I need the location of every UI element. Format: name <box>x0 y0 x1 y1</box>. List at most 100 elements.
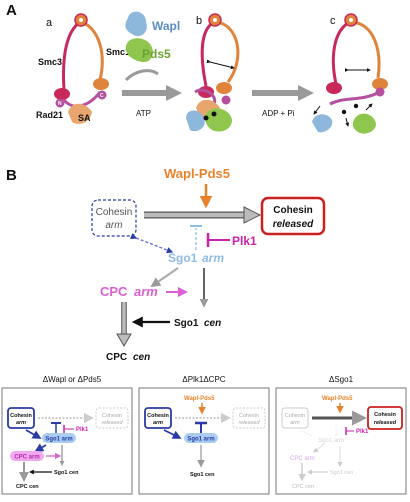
mini1-title: ΔWapl or ΔPds5 <box>43 375 102 384</box>
label-wapl: Wapl <box>152 19 180 33</box>
mini2-sgo1-arm: Sgo1 arm <box>187 437 214 443</box>
mini1-plk1: Plk1 <box>76 427 89 433</box>
mini1-cohesin-arm-box <box>7 407 35 429</box>
mini1-cohesin-rel-2: released <box>101 420 123 426</box>
mini1-cohesin-rel-1: Cohesin <box>102 413 122 419</box>
mini3-cohesin-arm-box <box>281 407 309 429</box>
rad21-strand-b <box>194 88 217 105</box>
mini3-cohesin-rel-1: Cohesin <box>374 412 396 418</box>
adp-arrow-head <box>298 85 314 101</box>
label-smc1: Smc1 <box>106 47 130 57</box>
sgo1-arm-label-2: arm <box>202 251 224 265</box>
release-arrow-1 <box>313 105 321 115</box>
mini3-cpc-arm: CPC arm <box>290 456 315 462</box>
subpanel-a-label: a <box>46 17 53 29</box>
mini2-cohesin-rel-box <box>232 407 266 429</box>
mini2-cohesin-arm-1: Cohesin <box>147 413 169 419</box>
released-dot-1 <box>341 109 347 115</box>
mini1-cohesin-arm-1: Cohesin <box>10 413 32 419</box>
mini3-title: ΔSgo1 <box>329 375 354 384</box>
mini3-cpc-cen: CPC cen <box>292 484 314 490</box>
mini3-cohesin-rel-box <box>367 406 403 430</box>
wapl-shape-b <box>186 110 205 132</box>
cpc-arm-label-1: CPC <box>100 284 128 299</box>
sgo1-arm-label-1: Sgo1 <box>168 251 198 265</box>
atp-recruit-curve <box>124 69 159 82</box>
smc1-arm-c <box>351 20 381 79</box>
smc1-head-c <box>372 78 388 90</box>
hinge-center-b <box>213 18 217 22</box>
wapl-pds5-complex <box>125 11 153 62</box>
mini1-cpc-arm: CPC arm <box>14 455 39 461</box>
smc1-arm <box>81 20 104 81</box>
wapl-shape-c <box>312 114 333 133</box>
label-sa: SA <box>78 113 91 123</box>
sgo1-cen-label-1: Sgo1 <box>174 318 199 329</box>
mini2-cohesin-arm-box <box>144 407 172 429</box>
label-pds5: Pds5 <box>142 47 171 61</box>
mini2-cohesin-rel-2: released <box>238 420 260 426</box>
mini2-cohesin-arm-2: arm <box>153 420 163 426</box>
mini2-wapl-pds5: Wapl-Pds5 <box>184 396 215 402</box>
opening-arrow-b <box>206 59 235 70</box>
subpanel-b-label: b <box>196 15 202 27</box>
release-arrow-2 <box>345 117 350 127</box>
pds5-shape-b <box>205 108 232 132</box>
pds5-shape <box>125 38 153 62</box>
mini1-cpc-cen: CPC cen <box>16 484 39 490</box>
cohesin-released-label-2: released <box>273 219 314 230</box>
mini3-frame <box>275 387 407 495</box>
label-wapl-pds5: Wapl-Pds5 <box>164 166 230 181</box>
mini1-cohesin-arm-2: arm <box>16 420 26 426</box>
panel-b-letter: B <box>6 167 17 184</box>
mini3-plk1: Plk1 <box>356 429 369 435</box>
mini2-cohesin-sgo1 <box>163 429 182 439</box>
label-c: C <box>100 93 104 99</box>
mini1-sgo1-cen: Sgo1 cen <box>54 470 79 476</box>
smc1-head-b <box>216 82 232 94</box>
mini3-cohesin-sgo1 <box>299 429 313 437</box>
smc3-arm-c <box>331 20 351 85</box>
cohesin-arm-label-2: arm <box>105 220 122 231</box>
mini3-cohesin-arm-1: Cohesin <box>285 413 305 419</box>
cpc-arm-to-cen-head <box>116 333 132 347</box>
released-dot-2 <box>353 103 359 109</box>
smc3-arm-b <box>200 20 215 87</box>
label-n: N <box>58 101 62 107</box>
cohesin-released-label-1: Cohesin <box>273 205 312 216</box>
mini1-cohesin-rel-box <box>95 407 129 429</box>
cpc-cen-label-1: CPC <box>106 352 127 363</box>
rad21-c-terminus <box>97 90 107 100</box>
hinge-center-c <box>349 18 353 22</box>
label-adp-pi: ADP + Pi <box>262 109 295 118</box>
cohesin-ring-a <box>54 13 109 124</box>
mini1-cohesin-sgo1 <box>25 429 42 439</box>
mini3-cohesin-rel-2: released <box>374 420 397 426</box>
sgo1-cen-label-2: cen <box>204 318 221 329</box>
label-plk1: Plk1 <box>232 234 257 248</box>
mini1-sgo1-arm: Sgo1 arm <box>45 437 72 443</box>
sgo1-to-cpc-arrow <box>150 267 179 288</box>
smc3-head <box>54 88 70 100</box>
sa-subunit <box>68 103 92 124</box>
pds5-shape-c <box>352 113 376 134</box>
mini3-cohesin-arm-2: arm <box>290 420 300 426</box>
label-atp: ATP <box>136 109 151 118</box>
mini2-cohesin-rel-1: Cohesin <box>239 413 259 419</box>
label-rad21: Rad21 <box>36 110 63 120</box>
cohesin-ring-c <box>312 13 388 134</box>
mini2-title: ΔPlk1ΔCPC <box>182 375 225 384</box>
hinge-center <box>79 18 83 22</box>
mini1-sgo1-to-cpc <box>34 443 47 452</box>
mini3-wapl-pds5: Wapl-Pds5 <box>322 396 353 402</box>
label-smc3: Smc3 <box>38 57 62 67</box>
cpc-arm-label-2: arm <box>134 284 158 299</box>
wapl-shape <box>125 11 147 37</box>
mini1-cpc-arm-pill <box>10 451 44 461</box>
mini3-sgo1-cen: Sgo1 cen <box>330 470 353 476</box>
cohesin-arm-box <box>91 199 137 237</box>
rad21-node-c <box>375 87 385 97</box>
smc3-arm <box>62 20 81 91</box>
